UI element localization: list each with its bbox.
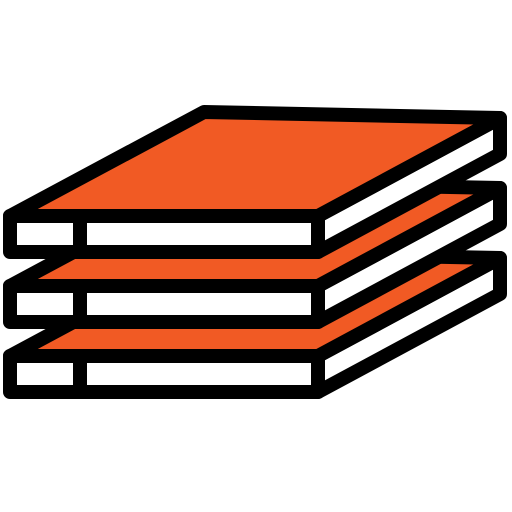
board-top-top-face — [3, 105, 507, 223]
board-top — [3, 105, 507, 259]
board-stack — [3, 105, 507, 399]
